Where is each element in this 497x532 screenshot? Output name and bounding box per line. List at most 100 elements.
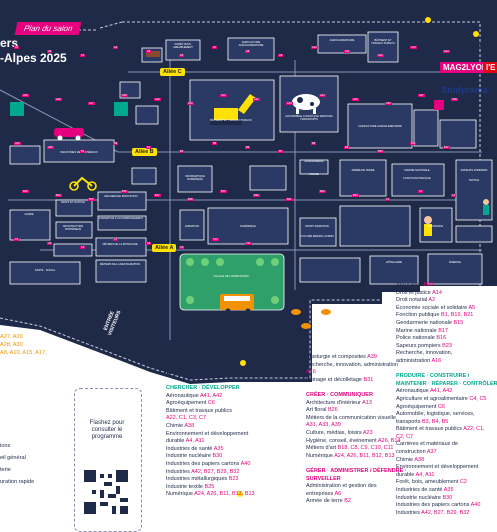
legend-item-label: entreprises (306, 490, 334, 497)
stand-code[interactable]: A26 (385, 102, 392, 105)
legend-item: Police nationale B16 (396, 335, 497, 343)
legend-item-label: Industries (396, 509, 420, 516)
legend-item: Industries A42, B27, B29, B32 (166, 469, 255, 477)
stand-code[interactable]: C11 (245, 242, 252, 245)
stand-code[interactable]: A28 (451, 98, 458, 101)
stand-code[interactable]: A9 (278, 54, 284, 57)
stand-code[interactable]: B17 (154, 194, 161, 197)
stand-code[interactable]: C2 (418, 190, 424, 193)
stand-code[interactable]: A11 (344, 50, 351, 53)
stand-code[interactable]: A18 (121, 94, 128, 97)
hall-label: AGROALIMENTAIRE (329, 39, 355, 42)
legend-item: Aéronautique A41, A42 (166, 393, 255, 401)
stand-code[interactable]: B15 (88, 198, 95, 201)
stand-code[interactable]: A1 (14, 46, 20, 49)
stand-code[interactable]: A14 (443, 50, 450, 53)
stand-code[interactable]: A24 (319, 94, 326, 97)
legend-item: Plasturgie et composites A39 (306, 354, 407, 362)
stand-code[interactable]: B4 (179, 150, 185, 153)
legend-item-label: Agriculture et agroalimentaire (396, 395, 468, 402)
stand-code[interactable]: C10 (212, 238, 219, 241)
parking-icon (434, 100, 444, 110)
legend-item-code: A5 (468, 304, 476, 311)
hall-label: SPORT ANIMATION (305, 225, 329, 228)
stand-code[interactable]: A4 (113, 46, 119, 49)
stand-code[interactable]: C8 (146, 242, 152, 245)
hall-label: ARCHITECTURE D'INTÉRIEUR (62, 225, 84, 231)
stand-code[interactable]: B16 (121, 190, 128, 193)
stand-code[interactable]: C3 (451, 194, 457, 197)
stand-code[interactable]: C6 (80, 246, 86, 249)
stand-code[interactable]: B20 (253, 194, 260, 197)
stand-code[interactable]: B21 (286, 198, 293, 201)
legend-item-code: A38 (414, 456, 425, 463)
stand-code[interactable]: B23 (352, 194, 359, 197)
stand-code[interactable]: B12 (443, 146, 450, 149)
legend-item: Aéronautique A41, A42 (396, 388, 497, 396)
stand-code[interactable]: B7 (278, 150, 284, 153)
stand-code[interactable]: C1 (385, 198, 391, 201)
stand-code[interactable]: A25 (352, 98, 359, 101)
stand-code[interactable]: B9 (344, 146, 350, 149)
stand-code[interactable]: A2 (47, 50, 53, 53)
stand-code[interactable]: B6 (245, 146, 251, 149)
legend-item: Recherche, innovation, administration (306, 362, 407, 370)
stand-code[interactable]: A17 (88, 102, 95, 105)
stand-code[interactable]: C7 (113, 238, 119, 241)
stand-code[interactable]: A19 (154, 98, 161, 101)
legend-item-code: B18, C8, C9, C10, C11 (337, 445, 394, 452)
stand-code[interactable]: B22 (319, 190, 326, 193)
stand-code[interactable]: A21 (220, 94, 227, 97)
stand-code[interactable]: A27 (418, 94, 425, 97)
hall-label: MÉTIERS DE LA MONTAGNE (102, 243, 138, 246)
title-line-2: -Alpes 2025 (0, 51, 67, 65)
stand-code[interactable]: A13 (410, 46, 417, 49)
stand-code[interactable]: C4 (14, 238, 20, 241)
stand-code[interactable]: A22 (253, 98, 260, 101)
person-icon (424, 199, 489, 236)
legend-item: Hygiène, conseil, événement A26, B14 (306, 438, 407, 446)
stand-code[interactable]: A20 (187, 102, 194, 105)
hall-label: INDUSTRIES DES MATÉRIAUX (60, 151, 98, 154)
stand-code[interactable]: A5 (146, 50, 152, 53)
stand-code[interactable]: A16 (55, 98, 62, 101)
left-codes-list: A27, A29 A28, A30 A8, A10, A15, A17, (0, 333, 47, 357)
left-services-list: ions eil général terie uration rapide (0, 440, 34, 488)
stand-code[interactable]: A23 (286, 102, 293, 105)
stand-code[interactable]: C5 (47, 242, 53, 245)
qr-code-icon[interactable] (84, 470, 128, 514)
stand-code[interactable]: A3 (80, 54, 86, 57)
stand-code[interactable]: B19 (220, 190, 227, 193)
legend-item-code: B25 (204, 483, 215, 490)
stand-code[interactable]: A30 (47, 146, 54, 149)
legend-item-label: Hygiène, conseil, événement (306, 437, 377, 444)
stand-code[interactable]: B18 (187, 198, 194, 201)
legend-item: A31, A33, A39 (306, 422, 407, 430)
stand-code[interactable]: A10 (311, 46, 318, 49)
stand-code[interactable]: A12 (377, 54, 384, 57)
stand-code[interactable]: B2 (113, 142, 119, 145)
stand-code[interactable]: B1 (80, 150, 86, 153)
legend-item-code: A13 (362, 399, 372, 406)
legend-item: Droit notarial A2 (396, 297, 497, 305)
stand-code[interactable]: B3 (146, 146, 152, 149)
stand-code[interactable]: A29 (14, 142, 21, 145)
stand-code[interactable]: B10 (377, 150, 384, 153)
stand-code[interactable]: B5 (212, 142, 218, 145)
legend-item (306, 460, 407, 468)
stand-code[interactable]: B11 (410, 142, 417, 145)
legend-item-label: Industries (166, 468, 190, 475)
stand-code[interactable]: B8 (311, 142, 317, 145)
legend-item: Industrie textile B25 (166, 484, 255, 492)
stand-code[interactable]: A15 (22, 94, 29, 97)
stand-code[interactable]: B13 (22, 190, 29, 193)
stand-code[interactable]: A6 (179, 54, 185, 57)
legend-item: Fonction publique B1, B19, B21 (396, 312, 497, 320)
legend-item-code: A38 (184, 422, 195, 429)
stand-code[interactable]: C9 (179, 246, 185, 249)
stand-code[interactable]: A8 (245, 50, 251, 53)
stand-code[interactable]: B14 (55, 194, 62, 197)
stand-code[interactable]: A7 (212, 46, 218, 49)
legend-item: Sapeurs pompiers B23 (396, 343, 497, 351)
trees (186, 258, 279, 304)
